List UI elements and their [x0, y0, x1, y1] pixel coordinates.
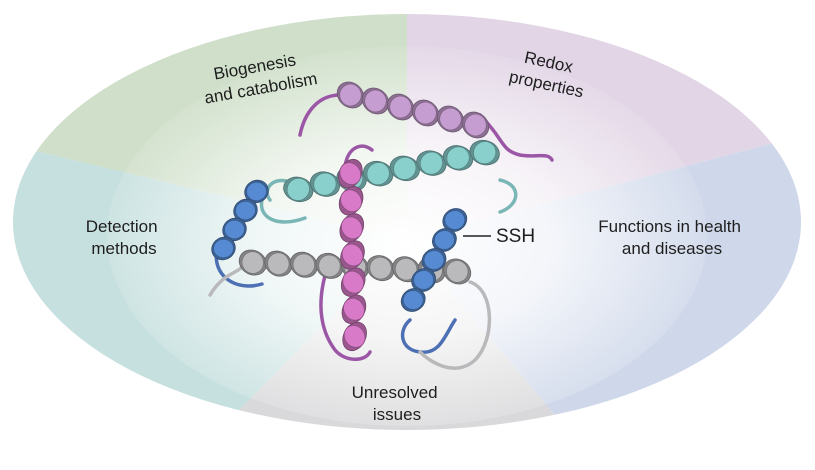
label-functions: Functions in health and diseases [598, 217, 745, 258]
helix-turn-front [340, 216, 363, 240]
label-detection: Detection methods [86, 217, 163, 258]
helix-turn-front [267, 252, 290, 276]
helix-turn-front [339, 83, 362, 107]
helix-turn-front [286, 177, 310, 201]
helix-turn-front [446, 260, 469, 283]
label-unresolved: Unresolved issues [352, 383, 443, 424]
helix-turn-front [473, 141, 497, 165]
helix-magenta [338, 158, 367, 352]
helix-turn-front [423, 250, 445, 270]
helix-purple [336, 81, 490, 139]
helix-turn-front [413, 270, 434, 290]
helix-turn-front [439, 107, 462, 131]
helix-turn-front [343, 297, 365, 321]
helix-turn-front [241, 251, 264, 274]
helix-turn-front [246, 181, 267, 202]
helix-turn-front [340, 189, 362, 213]
helix-turn-front [389, 95, 412, 119]
helix-turn-front [224, 219, 245, 240]
helix-turn-front [341, 243, 364, 267]
helix-blue-left [211, 179, 269, 261]
helix-turn-front [342, 270, 365, 294]
loop-teal-lower [259, 198, 307, 224]
loop-purple-top [298, 93, 342, 137]
helix-turn-front [339, 162, 362, 185]
helix-turn-front [318, 254, 341, 278]
helix-blue-right [400, 208, 468, 312]
helix-turn-front [402, 290, 424, 310]
helix-turn-front [414, 101, 437, 125]
helix-turn-front [343, 325, 366, 348]
helix-turn-front [313, 172, 337, 196]
helix-turn-front [369, 256, 392, 280]
helix-turn-front [434, 230, 455, 250]
helix-turn-front [444, 210, 466, 230]
helix-turn-front [364, 89, 387, 113]
helix-turn-front [235, 200, 256, 221]
protein-structure [208, 81, 554, 370]
helix-turn-front [464, 113, 487, 137]
helix-turn-front [446, 146, 470, 170]
helix-turn-front [419, 151, 444, 175]
helix-turn-front [393, 156, 417, 180]
helix-turn-front [366, 162, 390, 186]
ssh-label: SSH [496, 226, 535, 247]
loop-purple-right [478, 113, 554, 162]
helix-turn-front [292, 253, 316, 277]
helix-turn-front [213, 238, 234, 259]
